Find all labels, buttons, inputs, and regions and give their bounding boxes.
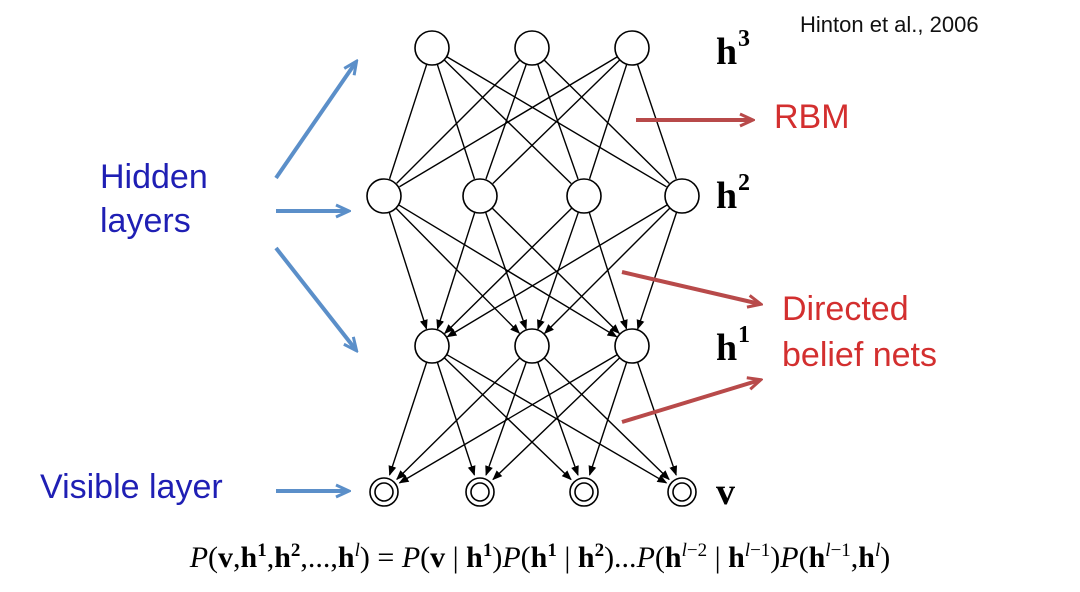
node-h2-1: [462, 178, 498, 214]
directed-belief-nets-label-line2: belief nets: [782, 336, 937, 374]
node-v-1: [465, 477, 495, 507]
edge-h1-1-to-v-1: [485, 361, 527, 476]
layer-label-h1: h 1: [716, 322, 750, 369]
node-h2-0: [366, 178, 402, 214]
edge-h1-2-to-v-1: [492, 357, 621, 481]
node-v-0: [369, 477, 399, 507]
hidden-layers-label-line1: Hidden: [100, 158, 208, 196]
node-h2-3: [664, 178, 700, 214]
edge-h2-3-to-h1-1: [544, 207, 671, 334]
edge-h3-1-to-h2-1: [485, 63, 528, 180]
layer-label-h2-superscript: 2: [738, 170, 750, 196]
layer-label-v: v: [716, 471, 735, 513]
edge-h3-2-to-h2-0: [399, 56, 618, 188]
layer-label-h2: h 2: [716, 170, 750, 217]
edge-h3-2-to-h2-2: [588, 63, 628, 180]
formula-content: P(v,h1,h2,...,hl) = P(v | h1)P(h1 | h2).…: [189, 540, 891, 574]
node-h1-1: [514, 328, 550, 364]
edge-h1-2-to-v-3: [636, 361, 678, 476]
edge-h3-2-to-h2-1: [492, 59, 621, 184]
edge-h3-1-to-h2-2: [536, 63, 579, 180]
edge-h2-3-to-h1-2: [636, 211, 678, 330]
edge-h2-2-to-h1-0: [444, 207, 573, 335]
directed-lower-arrow: [621, 380, 760, 424]
edge-h3-0-to-h2-0: [388, 63, 428, 180]
node-v-3: [667, 477, 697, 507]
edge-h1-1-to-v-3: [543, 357, 670, 481]
edge-h3-1-to-h2-0: [396, 59, 521, 184]
hidden-to-h3-arrow: [274, 62, 356, 180]
edge-h2-0-to-h1-0: [388, 211, 428, 330]
node-h3-0: [414, 30, 450, 66]
node-h3-1: [514, 30, 550, 66]
dbn-diagram: Hinton et al., 2006 h 3 h 2 h 1 v Hidden…: [40, 12, 979, 513]
hidden-to-h1-arrow: [274, 246, 356, 350]
layer-label-h3-name: h: [716, 31, 737, 73]
edge-h2-1-to-h1-2: [491, 207, 620, 335]
network-edges: [388, 56, 678, 484]
edge-h1-0-to-v-1: [436, 361, 476, 476]
layer-label-v-name: v: [716, 471, 735, 513]
node-h3-2: [614, 30, 650, 66]
visible-layer-label: Visible layer: [40, 468, 223, 506]
node-h1-2: [614, 328, 650, 364]
edge-h1-2-to-v-0: [398, 354, 618, 484]
layer-label-h1-superscript: 1: [738, 322, 750, 348]
layer-label-h3-superscript: 3: [738, 26, 750, 52]
node-h1-0: [414, 328, 450, 364]
directed-belief-nets-label-line1: Directed: [782, 290, 909, 328]
node-h2-2: [566, 178, 602, 214]
joint-probability-formula: P(v,h1,h2,...,hl) = P(v | h1)P(h1 | h2).…: [0, 540, 1080, 575]
rbm-label: RBM: [774, 98, 850, 136]
edge-h1-1-to-v-2: [537, 361, 579, 476]
hidden-layers-label-line2: layers: [100, 202, 191, 240]
edge-h2-0-to-h1-1: [395, 207, 521, 334]
edge-h1-0-to-v-0: [388, 361, 428, 476]
network-nodes: [366, 30, 700, 507]
layer-label-h3: h 3: [716, 26, 750, 73]
edge-h3-0-to-h2-1: [436, 63, 476, 180]
node-v-2: [569, 477, 599, 507]
edge-h2-1-to-h1-1: [484, 211, 527, 330]
edge-h1-2-to-v-2: [588, 361, 628, 476]
edge-h1-1-to-v-0: [396, 357, 521, 481]
citation-text: Hinton et al., 2006: [800, 12, 979, 37]
edge-h3-1-to-h2-3: [543, 59, 670, 184]
layer-label-h1-name: h: [716, 327, 737, 369]
edge-h2-1-to-h1-0: [436, 211, 476, 330]
layer-label-h2-name: h: [716, 175, 737, 217]
edge-h2-3-to-h1-0: [446, 204, 668, 338]
directed-upper-arrow: [621, 270, 760, 304]
